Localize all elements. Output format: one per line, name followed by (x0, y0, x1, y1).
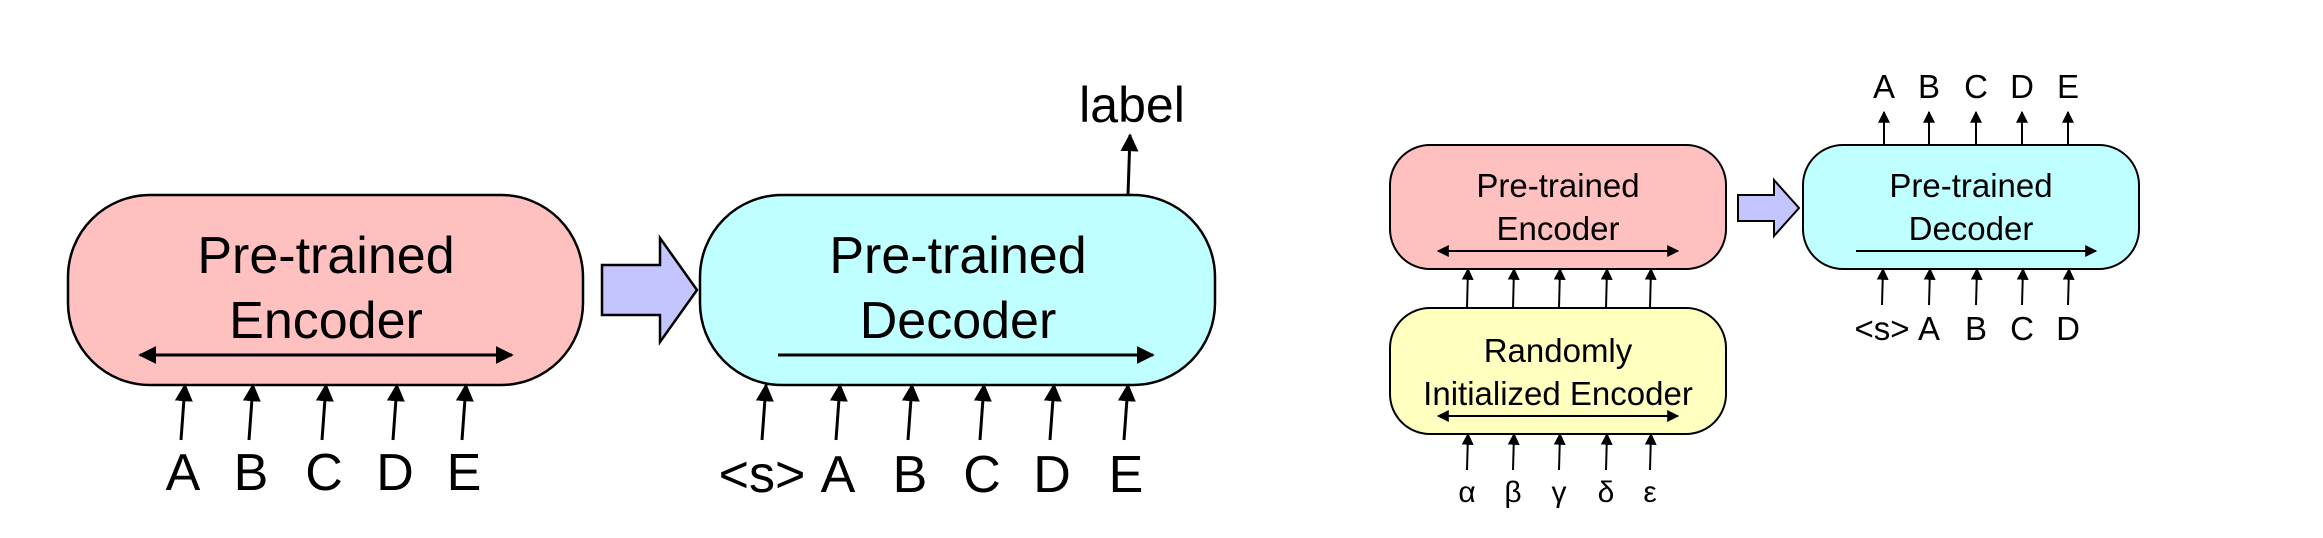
right-random-input-arrow (1461, 432, 1474, 471)
right-decoder-input-arrow (1876, 267, 1889, 306)
right-inter-encoder-arrow (1553, 267, 1566, 309)
left-transition-arrow (600, 234, 699, 346)
left-decoder-input-arrow (829, 383, 848, 441)
right-decoder-input-token: <s> (1854, 310, 1909, 347)
right-random-input-token: γ (1552, 476, 1567, 509)
left-decoder-input-arrow (973, 383, 992, 441)
left-decoder-input-arrow (901, 383, 920, 441)
left-decoder-label-line1: Pre-trained (829, 227, 1086, 285)
left-decoder-input-token: A (821, 446, 856, 504)
left-decoder-label-line2: Decoder (860, 292, 1057, 350)
right-decoder-label-line1: Pre-trained (1889, 167, 2052, 204)
left-panel: Pre-trained Encoder Pre-trained Decoder … (66, 77, 1217, 504)
right-panel: Pre-trained Encoder Randomly Initialized… (1389, 68, 2140, 509)
right-inter-encoder-arrow (1507, 267, 1520, 309)
right-decoder-input-token: B (1965, 310, 1987, 347)
right-decoder-output-token: A (1873, 68, 1895, 105)
left-decoder-inputs: <s> A B C D E (719, 383, 1144, 504)
right-random-input-arrow (1644, 432, 1657, 471)
left-encoder-label-line1: Pre-trained (197, 227, 454, 285)
right-encoder-label-line1: Pre-trained (1476, 167, 1639, 204)
left-decoder-input-token: B (893, 446, 928, 504)
left-output-arrow (1120, 133, 1139, 196)
right-random-encoder-label-line1: Randomly (1484, 332, 1633, 369)
right-encoder-label-line2: Encoder (1497, 210, 1620, 247)
right-decoder-outputs: A B C D E (1873, 68, 2079, 145)
left-encoder-input-token: C (305, 444, 343, 502)
left-decoder-input-token: D (1033, 446, 1071, 504)
right-decoder-input-arrow (2016, 267, 2029, 306)
right-decoder-output-token: B (1918, 68, 1940, 105)
left-decoder-input-arrow (1117, 383, 1136, 441)
left-decoder-input-arrow (1043, 383, 1062, 441)
left-decoder-input-token: E (1109, 446, 1144, 504)
right-decoder-input-token: C (2010, 310, 2034, 347)
left-output-label: label (1079, 77, 1185, 133)
left-decoder-input-token: <s> (719, 446, 806, 504)
right-transition-arrow (1737, 177, 1801, 239)
left-encoder-label-line2: Encoder (229, 292, 423, 350)
right-decoder-input-token: D (2056, 310, 2080, 347)
right-decoder-input-arrow (2062, 267, 2075, 306)
right-inter-encoder-arrow (1461, 267, 1474, 309)
right-random-input-arrow (1600, 432, 1613, 471)
left-encoder-input-token: A (166, 444, 201, 502)
right-decoder-input-token: A (1918, 310, 1940, 347)
right-random-encoder-label-line2: Initialized Encoder (1423, 375, 1693, 412)
right-random-input-token: α (1458, 476, 1475, 509)
left-encoder-input-arrow (315, 383, 334, 441)
right-decoder-output-token: E (2057, 68, 2079, 105)
right-random-input-arrow (1553, 432, 1566, 471)
right-decoder-input-arrow (1970, 267, 1983, 306)
left-encoder-input-arrow (455, 383, 474, 441)
left-encoder-input-arrow (242, 383, 261, 441)
left-encoder-input-token: E (447, 444, 482, 502)
right-random-input-token: β (1504, 476, 1521, 509)
left-decoder-input-token: C (963, 446, 1001, 504)
right-inter-encoder-arrows (1461, 267, 1657, 309)
right-decoder-inputs: <s> A B C D (1854, 267, 2080, 347)
right-random-input-arrow (1507, 432, 1520, 471)
left-encoder-input-arrow (386, 383, 405, 441)
left-decoder-box (698, 193, 1217, 387)
right-inter-encoder-arrow (1644, 267, 1657, 309)
right-inter-encoder-arrow (1600, 267, 1613, 309)
right-decoder-output-token: C (1964, 68, 1988, 105)
right-decoder-label-line2: Decoder (1909, 210, 2034, 247)
right-random-inputs: α β γ δ ε (1458, 432, 1657, 509)
left-decoder-input-arrow (755, 383, 774, 441)
left-encoder-input-arrow (174, 383, 193, 441)
left-encoder-inputs: A B C D E (166, 383, 482, 502)
left-encoder-input-token: D (376, 444, 414, 502)
right-decoder-output-token: D (2010, 68, 2034, 105)
left-encoder-input-token: B (234, 444, 269, 502)
right-random-input-token: ε (1643, 476, 1656, 509)
right-decoder-input-arrow (1923, 267, 1936, 306)
right-random-input-token: δ (1598, 476, 1615, 509)
